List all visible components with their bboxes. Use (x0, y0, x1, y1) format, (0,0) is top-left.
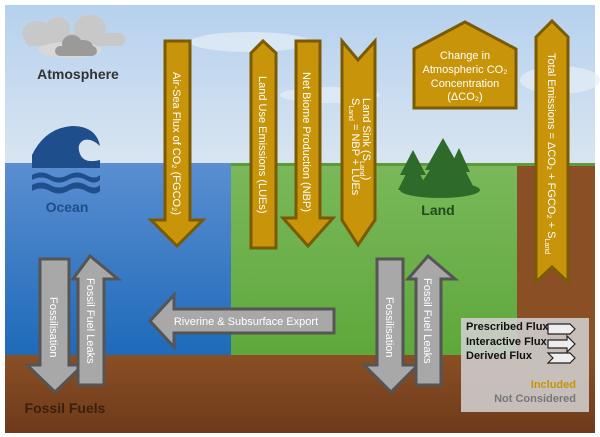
land-sink-arrow[interactable] (340, 36, 377, 248)
region-label-land: Land (421, 202, 454, 218)
interactive-flux-icon (547, 334, 576, 354)
riverine-export-arrow[interactable] (147, 291, 336, 351)
ocean-fossilisation-arrow[interactable] (23, 257, 87, 395)
cloud-icon (190, 32, 310, 52)
delta-co2-label-4: (ΔCO₂) (447, 91, 482, 103)
legend: Prescribed Flux Interactive Flux Derived… (461, 318, 589, 412)
air-sea-flux-label: Air-Sea Flux of CO₂ (FGCO₂) (170, 72, 182, 215)
total-emissions-label: Total Emissions = ΔCO₂ + FGCO₂ + SLand (543, 53, 557, 254)
region-label-fossil-fuels: Fossil Fuels (25, 400, 106, 416)
delta-co2-label-1: Change in (440, 50, 490, 62)
derived-flux-icon (546, 352, 576, 364)
land-use-emissions-arrow[interactable] (249, 38, 278, 250)
land-fossilisation-label: Fossilisation (383, 297, 395, 358)
air-sea-flux-arrow[interactable] (147, 39, 207, 249)
total-emissions-arrow[interactable] (534, 18, 570, 286)
legend-not-considered-label: Not Considered (494, 393, 576, 405)
legend-included-label: Included (531, 379, 576, 391)
prescribed-flux-icon (547, 323, 576, 335)
legend-derived-label: Derived Flux (466, 350, 533, 362)
region-label-ocean: Ocean (46, 199, 89, 215)
land-sink-label-line2: SLand = NBP + LUEs (347, 98, 361, 196)
riverine-export-label: Riverine & Subsurface Export (174, 316, 318, 328)
land-fossil-leaks-label: Fossil Fuel Leaks (421, 278, 433, 364)
land-fossilisation-arrow[interactable] (360, 257, 422, 395)
wave-icon (32, 126, 100, 194)
delta-co2-label-2: Atmospheric CO₂ (423, 64, 508, 76)
net-biome-production-arrow[interactable] (279, 39, 337, 249)
land-use-emissions-label: Land Use Emissions (LUEs) (256, 76, 268, 214)
tree-icon (398, 138, 480, 198)
legend-prescribed-label: Prescribed Flux (466, 321, 549, 333)
net-biome-production-label: Net Biome Production (NBP) (300, 72, 312, 212)
ocean-fossil-leaks-label: Fossil Fuel Leaks (84, 278, 96, 364)
ocean-fossilisation-label: Fossilisation (47, 297, 59, 358)
land-sink-label-line1: Land Sink (SLand) (358, 98, 372, 180)
land-fossil-leaks-arrow[interactable] (404, 253, 460, 387)
region-label-atmosphere: Atmosphere (37, 66, 119, 82)
cloud-icon (22, 15, 125, 58)
ocean-fossil-leaks-arrow[interactable] (70, 253, 123, 387)
legend-interactive-label: Interactive Flux (466, 336, 548, 348)
delta-co2-box[interactable] (412, 20, 518, 110)
delta-co2-label-3: Concentration (431, 78, 500, 90)
